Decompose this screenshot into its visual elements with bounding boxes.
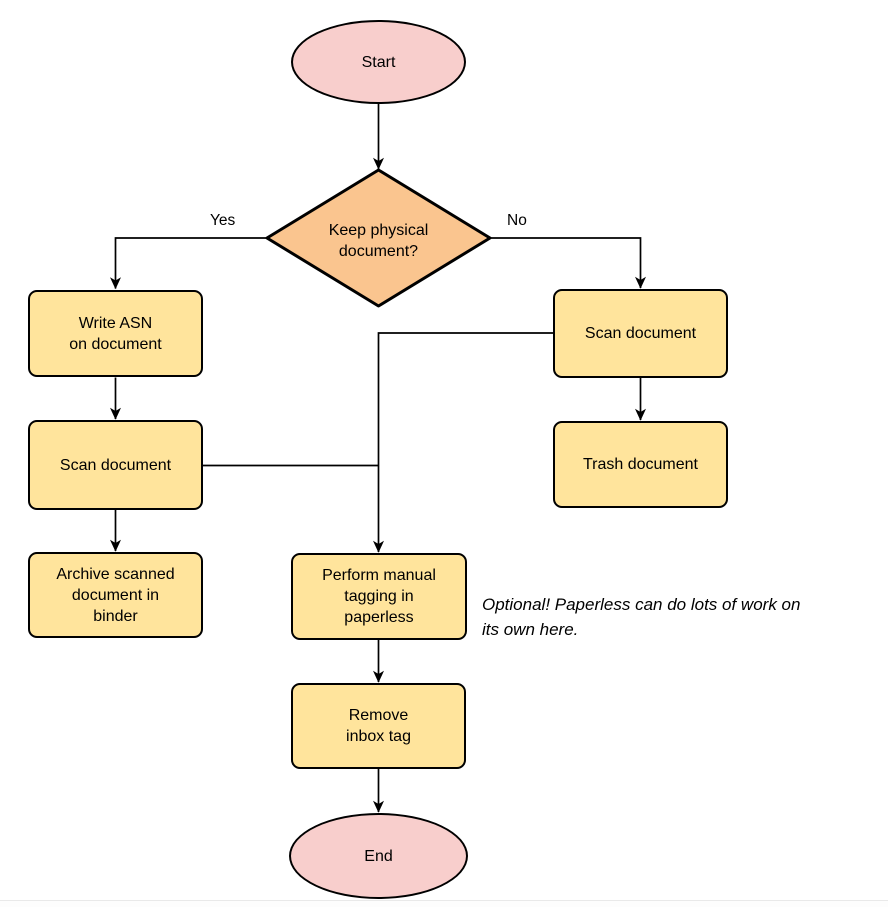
node-manual-tagging-label: Perform manual tagging in paperless xyxy=(322,567,436,626)
edge-label-no: No xyxy=(507,212,527,229)
node-trash-document: Trash document xyxy=(553,421,728,508)
node-archive-document: Archive scanned document in binder xyxy=(28,552,203,638)
node-end-label: End xyxy=(364,847,393,865)
edge-label-yes: Yes xyxy=(210,212,236,229)
node-start-label: Start xyxy=(361,53,396,71)
node-remove-inbox-tag: Remove inbox tag xyxy=(291,683,466,769)
node-decision-label: Keep physical document? xyxy=(328,222,429,260)
node-scan-document-right-label: Scan document xyxy=(584,325,697,342)
bottom-divider xyxy=(0,900,888,907)
node-scan-document-left: Scan document xyxy=(28,420,203,510)
edge-scan-right-to-tagging xyxy=(373,332,553,553)
node-scan-document-left-label: Scan document xyxy=(59,456,172,474)
edge-decision-no-to-scan-right xyxy=(489,237,646,289)
node-manual-tagging: Perform manual tagging in paperless xyxy=(291,553,467,640)
decision-diamond xyxy=(265,168,492,308)
node-remove-inbox-tag-label: Remove inbox tag xyxy=(346,707,411,745)
node-start: Start xyxy=(291,20,466,104)
node-scan-document-right: Scan document xyxy=(553,289,728,378)
node-end: End xyxy=(289,813,468,899)
node-write-asn-label: Write ASN on document xyxy=(69,314,162,353)
note-optional: Optional! Paperless can do lots of work … xyxy=(482,595,801,639)
node-write-asn: Write ASN on document xyxy=(28,290,203,377)
node-archive-document-label: Archive scanned document in binder xyxy=(56,565,175,625)
node-trash-document-label: Trash document xyxy=(582,456,698,473)
edge-decision-yes-to-write-asn xyxy=(110,237,267,290)
